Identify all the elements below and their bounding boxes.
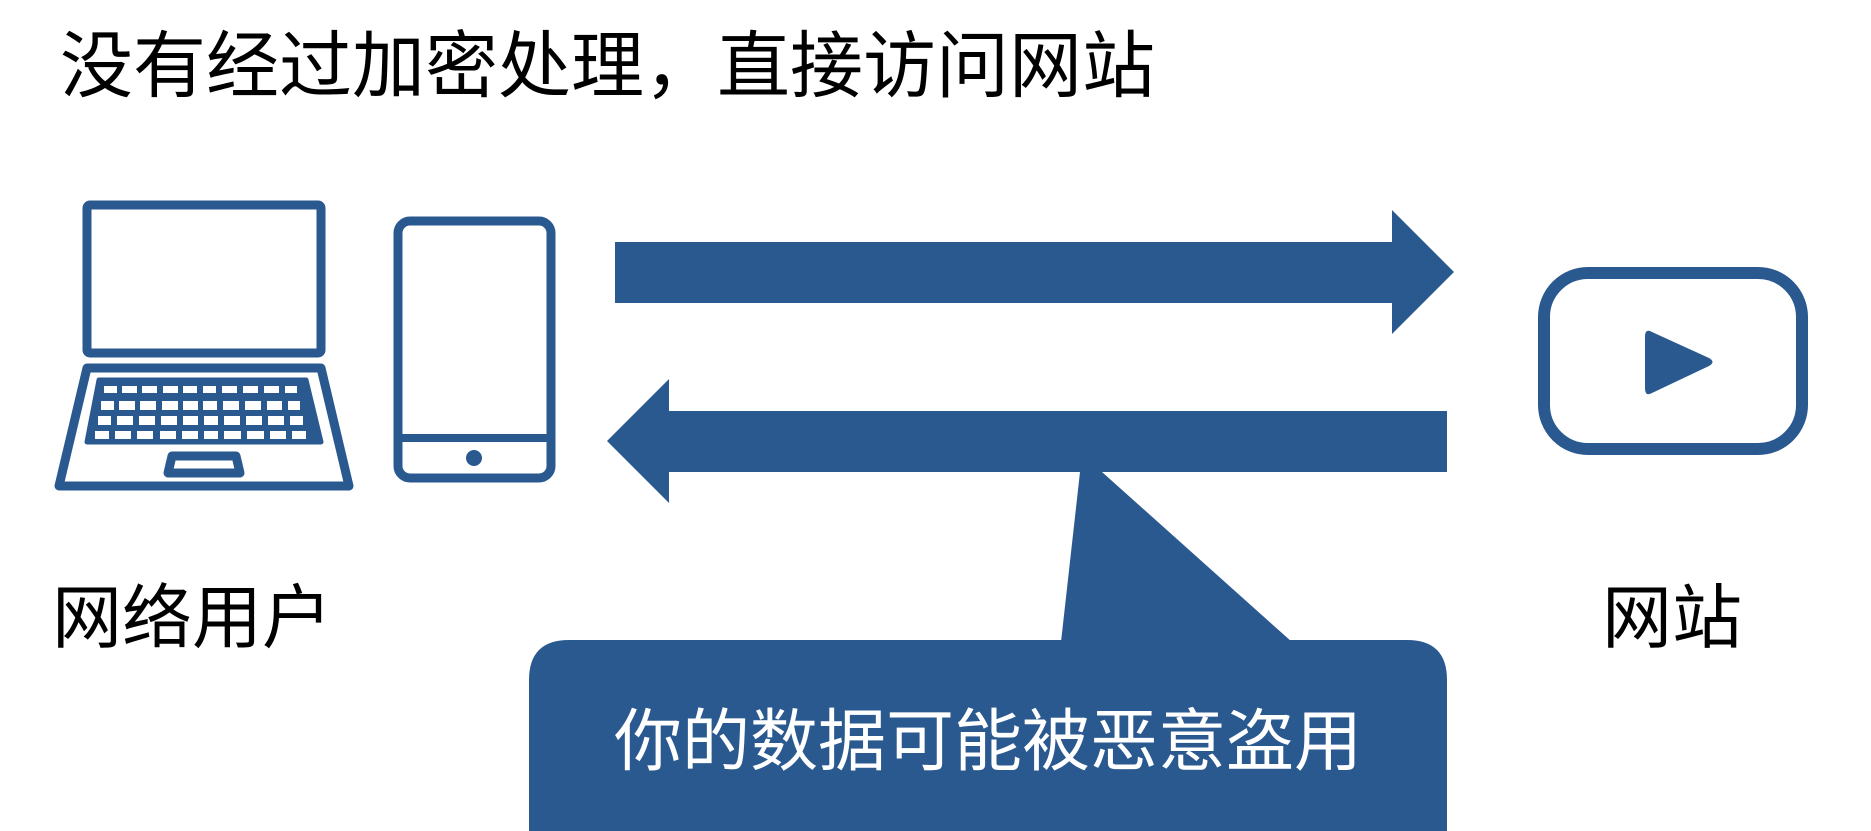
diagram-title: 没有经过加密处理，直接访问网站 bbox=[60, 24, 1155, 109]
arrow-right-icon bbox=[615, 210, 1454, 334]
keyboard-keys bbox=[95, 386, 306, 439]
network-user-label: 网络用户 bbox=[52, 577, 332, 659]
callout-bubble bbox=[529, 472, 1447, 831]
website-label: 网站 bbox=[1602, 577, 1742, 659]
video-play-icon bbox=[1538, 267, 1808, 455]
smartphone-icon bbox=[393, 216, 556, 483]
callout-text: 你的数据可能被恶意盗用 bbox=[613, 703, 1362, 782]
arrow-left-icon bbox=[607, 379, 1447, 503]
laptop-icon bbox=[54, 200, 354, 491]
